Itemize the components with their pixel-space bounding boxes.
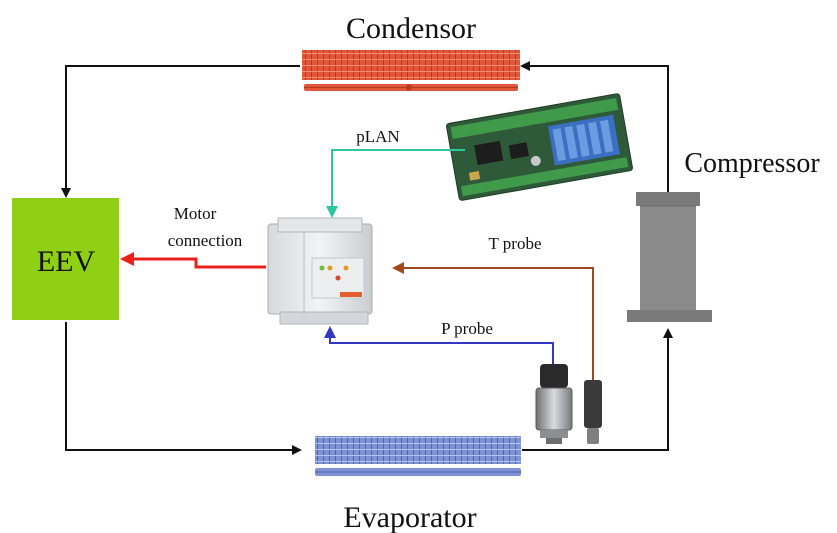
p-probe-label: P probe — [441, 319, 493, 338]
evaporator-label: Evaporator — [343, 501, 476, 533]
controller-unit — [267, 217, 373, 325]
plan-label: pLAN — [356, 127, 399, 146]
condensor — [302, 50, 520, 91]
motor-label-line1: Motor — [174, 204, 217, 223]
pressure-sensor — [535, 364, 573, 444]
line-evaporator-to-compressor — [522, 328, 673, 451]
evaporator — [315, 436, 521, 476]
motor-label-line2: connection — [168, 231, 243, 250]
t-probe-label: T probe — [488, 234, 541, 253]
compressor-top — [636, 192, 700, 206]
compressor-label: Compressor — [684, 148, 820, 179]
temperature-probe — [584, 380, 602, 444]
refrigerant-loop — [61, 61, 673, 455]
evaporator-coil — [315, 436, 521, 464]
compressor-body — [640, 206, 696, 310]
p-probe-link — [324, 326, 554, 366]
motor-connection-link — [120, 252, 266, 269]
condensor-label: Condensor — [346, 12, 476, 45]
plan-link — [326, 149, 465, 218]
line-condensor-to-eev — [61, 65, 300, 198]
condensor-coil — [302, 50, 520, 80]
compressor-base — [627, 310, 712, 322]
t-probe-link — [392, 262, 594, 382]
control-board — [446, 93, 633, 201]
line-compressor-to-condensor — [520, 61, 669, 192]
line-eev-to-evaporator — [65, 322, 302, 455]
eev-box — [12, 198, 119, 320]
compressor — [627, 192, 712, 322]
eev-label: EEV — [37, 245, 96, 278]
